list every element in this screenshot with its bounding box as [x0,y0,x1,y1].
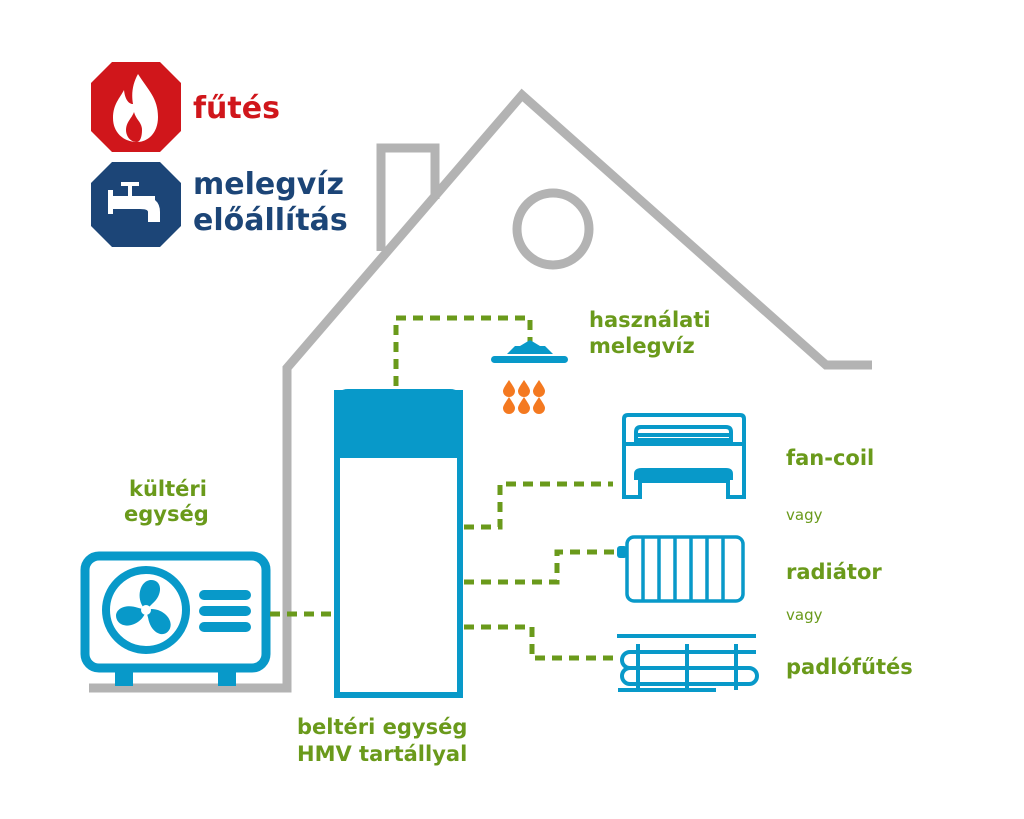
fan-coil-icon [622,413,746,499]
house-outline [89,88,872,693]
shower-icon [491,340,568,363]
pipe-tank-to-shower [393,315,533,386]
legend-heating-label: fűtés [193,91,280,126]
pipe-tank-to-fancoil [464,481,613,530]
or-label-1: vagy [786,506,823,524]
chimney [376,143,440,251]
or-label-2: vagy [786,606,823,624]
domestic-hot-water-label-line1: használati [589,308,711,332]
floor-heating-label: padlófűtés [786,655,913,679]
water-drops-icon [503,380,545,414]
legend-hot-water-label-line2: előállítás [193,203,348,238]
floor-heating-icon [617,634,759,692]
pipe-tank-to-floor [464,624,614,661]
indoor-unit-label-line1: beltéri egység [297,715,468,739]
indoor-unit-label-line2: HMV tartállyal [297,742,468,766]
fan-coil-label: fan-coil [786,446,875,470]
attic-window [512,188,594,270]
house-roof-wall [89,88,872,693]
legend-hot-water-label-line1: melegvíz [193,167,345,202]
outdoor-unit-label-line2: egység [124,502,209,526]
radiator-label: radiátor [786,560,882,584]
outdoor-unit-fan-icon [80,551,271,686]
flame-icon [91,62,181,152]
radiator-icon [617,535,745,603]
outdoor-unit-label-line1: kültéri [129,477,207,501]
domestic-hot-water-label-line2: melegvíz [589,334,695,358]
pipes [270,315,615,661]
faucet-icon [91,162,181,247]
water-tank-icon [334,389,463,698]
pipe-tank-to-radiator [464,549,615,585]
